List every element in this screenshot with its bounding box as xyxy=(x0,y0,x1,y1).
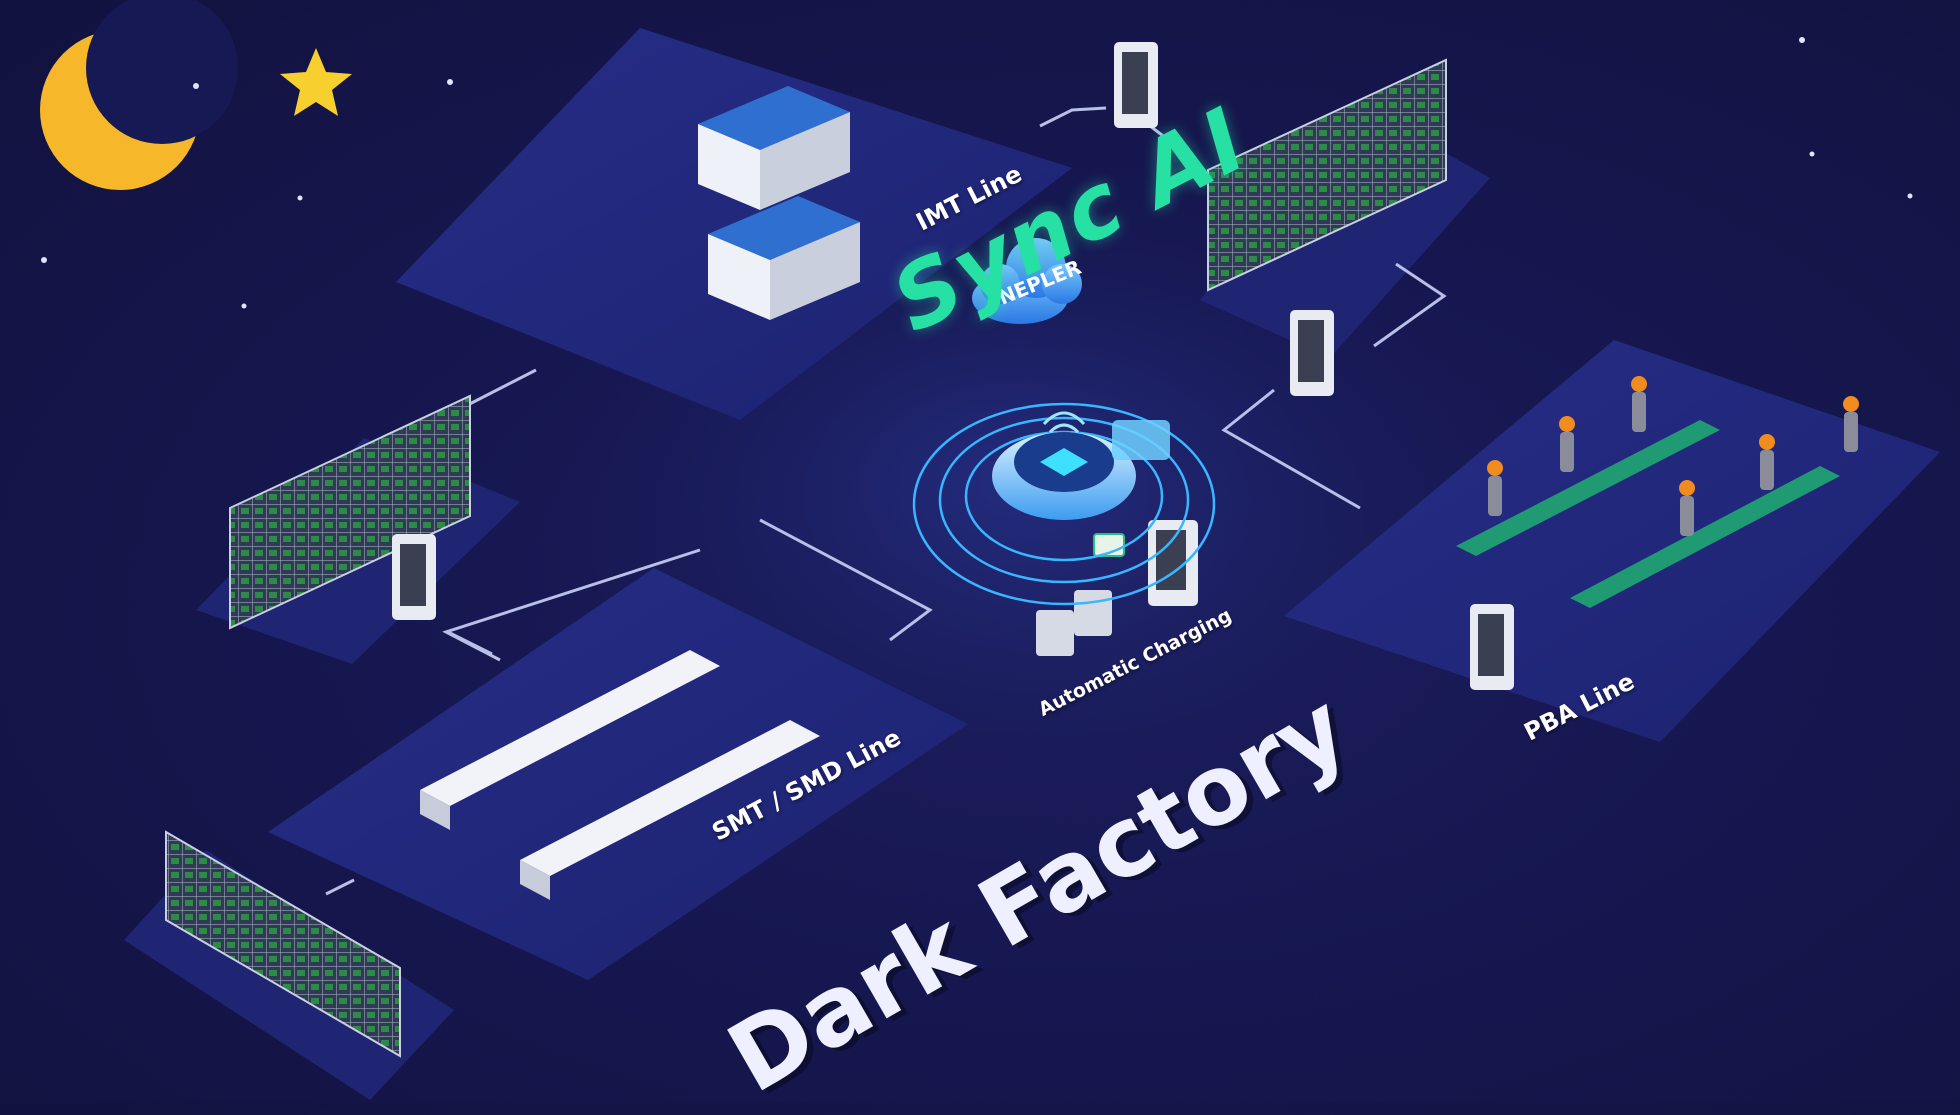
agv-robot-icon xyxy=(1290,310,1334,396)
small-stars xyxy=(41,37,1913,309)
wifi-icon xyxy=(1042,411,1086,434)
agv-robot-icon xyxy=(392,534,436,620)
worker-icon xyxy=(1759,434,1775,490)
moon-icon xyxy=(40,0,238,190)
storage-rack-icon xyxy=(1207,58,1447,292)
conveyor-belt xyxy=(1570,466,1840,608)
worker-icon xyxy=(1843,396,1859,452)
imt-machine xyxy=(708,196,860,320)
star-icon xyxy=(280,48,352,116)
storage-rack-icon xyxy=(229,394,471,630)
smt-line-platform xyxy=(268,568,968,980)
chip-hub-icon xyxy=(912,402,1216,606)
storage-rack-icon xyxy=(165,830,401,1058)
smt-machine-row xyxy=(520,720,820,900)
dashboard-panel xyxy=(1112,420,1170,460)
smt-machine-row xyxy=(420,650,720,830)
charging-station-icon xyxy=(1036,520,1198,656)
pba-line-platform xyxy=(1284,340,1940,742)
agv-robot-icon xyxy=(1114,42,1158,128)
worker-icon xyxy=(1487,460,1503,516)
cloud-icon xyxy=(972,238,1082,324)
conveyor-belt xyxy=(1456,420,1720,556)
worker-icon xyxy=(1559,416,1575,472)
agv-robot-icon xyxy=(1470,604,1514,690)
worker-icon xyxy=(1679,480,1695,536)
imt-machine xyxy=(698,86,850,210)
worker-icon xyxy=(1631,376,1647,432)
